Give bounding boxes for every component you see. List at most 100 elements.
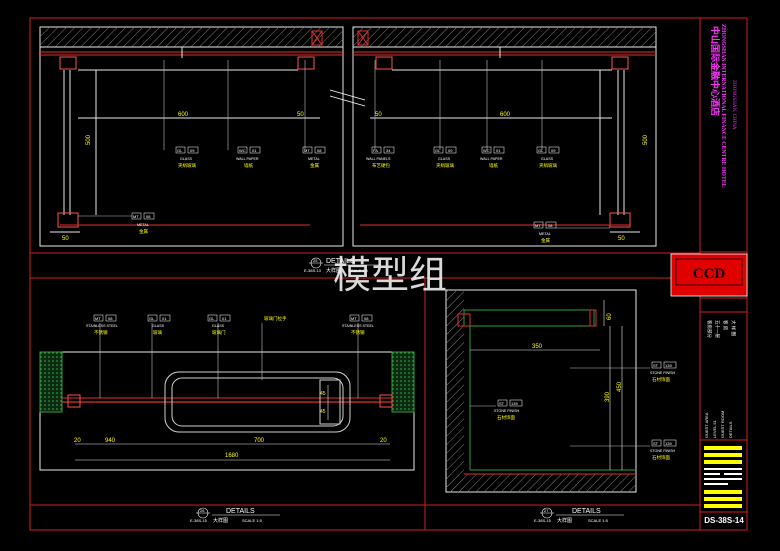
svg-text:SCALE 1:5: SCALE 1:5 <box>348 268 369 273</box>
svg-text:GL: GL <box>177 148 183 153</box>
svg-text:08: 08 <box>548 223 553 228</box>
svg-text:布艺硬包: 布艺硬包 <box>372 162 390 169</box>
svg-text:09: 09 <box>190 148 195 153</box>
tag-26-stainless-right: MT 08 STAINLESS STEEL 不锈钢 <box>342 314 374 336</box>
room-cn: 客 房 <box>722 320 729 331</box>
svg-text:WC: WC <box>239 148 246 153</box>
dim-27-width: 350 <box>532 344 543 350</box>
tag-mt08-left-bottom: MT 08 METAL 金属 <box>131 212 155 235</box>
svg-text:GL: GL <box>435 148 441 153</box>
svg-text:MT: MT <box>95 316 101 321</box>
svg-text:ST: ST <box>653 441 659 446</box>
svg-text:08: 08 <box>108 316 113 321</box>
tag-26-glass-door: GL 01 GLASS 玻璃门 <box>207 314 231 336</box>
svg-text:09: 09 <box>551 148 556 153</box>
svg-text:大样图: 大样图 <box>326 267 341 274</box>
svg-text:玻璃门拉手: 玻璃门拉手 <box>264 315 287 322</box>
svg-text:ST: ST <box>499 401 505 406</box>
room-en: GUEST ROOM <box>720 411 725 438</box>
svg-text:08: 08 <box>146 214 151 219</box>
svg-text:MT: MT <box>535 223 541 228</box>
svg-text:GLASS: GLASS <box>541 157 554 161</box>
svg-text:金属: 金属 <box>310 162 319 169</box>
svg-text:不锈钢: 不锈钢 <box>94 329 108 336</box>
dim-600-right: 600 <box>500 112 511 118</box>
svg-text:玻璃门: 玻璃门 <box>212 329 226 336</box>
svg-text:139: 139 <box>665 363 672 368</box>
svg-text:STONE FINISH: STONE FINISH <box>650 371 675 375</box>
svg-text:WC: WC <box>483 148 490 153</box>
hotel-name-cn: 中山国际金融中心酒店 <box>710 26 721 116</box>
tag-27-stone-bottom: ST 139 STONE FINISH 石材饰面 <box>650 439 677 461</box>
svg-text:01: 01 <box>162 316 167 321</box>
svg-text:139: 139 <box>511 401 518 406</box>
sheet-number: DS-38S-14 <box>704 516 744 525</box>
tag-26-stainless-left: MT 08 STAINLESS STEEL 不锈钢 <box>86 314 118 336</box>
tag-fa34-right: FA 34 WALL PANELS 布艺硬包 <box>366 146 395 169</box>
hotel-name-en: ZHONGSHAN INTERNATIONAL FINANCE CENTRE H… <box>720 24 726 188</box>
svg-text:石材饰面: 石材饰面 <box>652 376 670 383</box>
detail-26-label: 26 E-38S-15 DETAILS 大样图 SCALE 1:5 <box>190 507 280 524</box>
dim-50-right-left: 50 <box>375 112 382 118</box>
svg-text:ST: ST <box>653 363 659 368</box>
svg-text:DETAILS: DETAILS <box>572 508 601 515</box>
svg-text:WALL PANELS: WALL PANELS <box>366 157 391 161</box>
svg-text:大样图: 大样图 <box>213 517 228 524</box>
dim-600-left: 600 <box>178 112 189 118</box>
svg-text:E-38S-15: E-38S-15 <box>534 518 552 523</box>
tag-27-stone-top: ST 139 STONE FINISH 石材饰面 <box>650 361 677 383</box>
svg-text:STONE FINISH: STONE FINISH <box>494 409 519 413</box>
area-cn: 客房部分 <box>706 320 713 338</box>
svg-text:08: 08 <box>317 148 322 153</box>
svg-text:E-38S-13: E-38S-13 <box>304 268 322 273</box>
svg-text:金属: 金属 <box>541 237 550 244</box>
svg-text:08: 08 <box>364 316 369 321</box>
svg-text:27: 27 <box>544 508 549 513</box>
title-block: 中山国际金融中心酒店 ZHONGSHAN INTERNATIONAL FINAN… <box>670 17 748 531</box>
details-en: DETAILS <box>728 421 733 438</box>
details-cn: 大 样 图 <box>730 320 737 337</box>
dim-26-d: 20 <box>380 438 387 444</box>
dim-26-v2: 45 <box>320 409 326 415</box>
watermark: 模型组 <box>333 255 447 297</box>
svg-text:26: 26 <box>200 508 205 513</box>
level-en: LEVEL 51 <box>712 419 717 438</box>
svg-text:STAINLESS STEEL: STAINLESS STEEL <box>342 324 374 328</box>
svg-text:石材饰面: 石材饰面 <box>652 454 670 461</box>
svg-text:GLASS: GLASS <box>180 157 193 161</box>
dim-26-b: 940 <box>105 438 116 444</box>
tag-mt08-left-top: MT 08 METAL 金属 <box>302 146 326 169</box>
svg-text:MT: MT <box>133 214 139 219</box>
svg-text:WALL PAPER: WALL PAPER <box>480 157 503 161</box>
svg-text:139: 139 <box>665 441 672 446</box>
dim-26-total: 1680 <box>225 453 239 459</box>
svg-text:E-38S-15: E-38S-15 <box>190 518 208 523</box>
area-en: GUEST AREA <box>704 412 709 438</box>
tag-gl09-right-b: GL 09 GLASS 夹绢玻璃 <box>536 146 560 169</box>
tag-26-door-handle: 玻璃门拉手 <box>264 315 287 322</box>
svg-text:METAL: METAL <box>539 232 551 236</box>
svg-text:金属: 金属 <box>139 228 148 235</box>
svg-text:夹绢玻璃: 夹绢玻璃 <box>539 162 557 169</box>
svg-text:34: 34 <box>386 148 391 153</box>
tag-gl09-right-a: GL 09 GLASS 夹绢玻璃 <box>433 146 457 169</box>
dim-50-right-bottom: 50 <box>618 236 625 242</box>
svg-text:墙纸: 墙纸 <box>489 162 498 169</box>
svg-text:01: 01 <box>222 316 227 321</box>
svg-text:GLASS: GLASS <box>212 324 225 328</box>
svg-text:GL: GL <box>149 316 155 321</box>
dim-27-top: 60 <box>607 313 613 320</box>
svg-text:METAL: METAL <box>308 157 320 161</box>
svg-text:SCALE 1:5: SCALE 1:5 <box>242 518 263 523</box>
svg-text:GLASS: GLASS <box>152 324 165 328</box>
ccd-logo-box <box>670 253 748 297</box>
tag-27-stone-mid: ST 139 STONE FINISH 石材饰面 <box>494 399 523 421</box>
svg-text:SCALE 1:5: SCALE 1:5 <box>588 518 609 523</box>
svg-text:STAINLESS STEEL: STAINLESS STEEL <box>86 324 118 328</box>
svg-text:MT: MT <box>304 148 310 153</box>
svg-text:玻璃: 玻璃 <box>153 329 162 336</box>
tag-wc01-left: WC 01 WALL PAPER 墙纸 <box>236 146 261 169</box>
panel-top-left: 600 50 500 50 GL 09 GLASS 夹绢玻璃 WC 01 WAL… <box>39 26 344 247</box>
